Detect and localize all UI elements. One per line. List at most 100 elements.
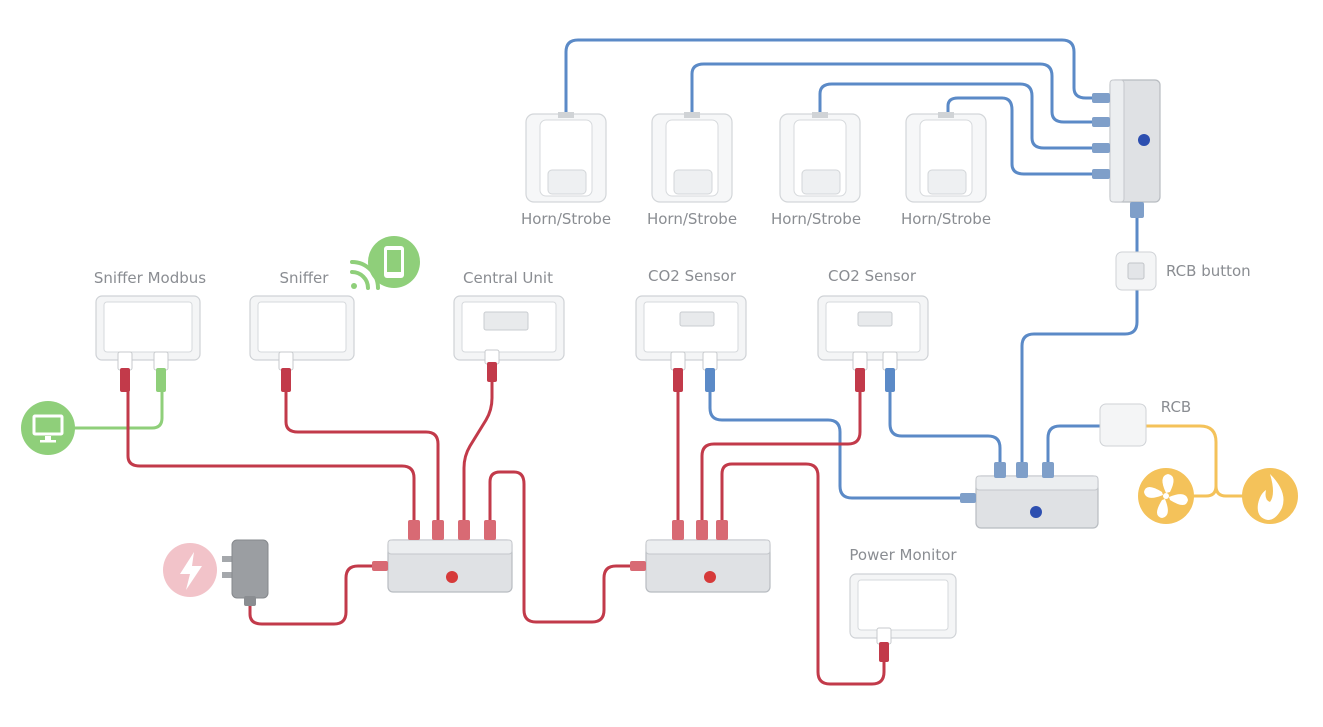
- rcb-button-device: RCB button: [1115, 251, 1251, 291]
- horn-strobe-1-label: Horn/Strobe: [521, 210, 611, 228]
- cable-plug-red: [673, 368, 683, 392]
- junction-hub-red-1: [372, 520, 513, 593]
- rcb-housing: [1099, 403, 1147, 447]
- rcb-button-key: [1127, 262, 1145, 280]
- co2-sensor-1-device: CO2 Sensor: [635, 267, 747, 392]
- hub-side: [1109, 79, 1125, 203]
- device-panel: [857, 579, 949, 631]
- wire-horn2-to-hub: [690, 62, 1094, 124]
- port-blue: [882, 351, 898, 371]
- device-panel: [103, 301, 193, 353]
- central-unit-display: [483, 311, 529, 331]
- horn-strobe-connector: [558, 112, 574, 118]
- cable-plug-blue: [885, 368, 895, 392]
- lightning-power-icon: [163, 543, 217, 597]
- wire-hub2-to-power-monitor: [720, 462, 886, 686]
- central-unit-device: Central Unit: [453, 269, 565, 382]
- horn-strobe-3-label: Horn/Strobe: [771, 210, 861, 228]
- port-red: [484, 349, 500, 365]
- hub-ports: [630, 520, 728, 571]
- device-panel: [257, 301, 347, 353]
- junction-hub-blue: [960, 462, 1099, 529]
- hub-status-led: [446, 571, 458, 583]
- cable-plug-red: [120, 368, 130, 392]
- monitor-icon: [21, 401, 75, 455]
- hub-top: [387, 539, 513, 555]
- co2-display: [679, 311, 715, 327]
- hub-status-led: [1030, 506, 1042, 518]
- wire-co2-2-to-hub: [888, 378, 1002, 464]
- power-monitor-label: Power Monitor: [849, 546, 957, 564]
- wire-hub-to-rcb: [1046, 424, 1102, 464]
- horn-strobe-light: [673, 169, 713, 195]
- hub-top: [975, 475, 1099, 491]
- port-red: [117, 351, 133, 371]
- horn-strobe-light: [801, 169, 841, 195]
- wire-rcb-to-fan: [1144, 424, 1218, 498]
- cable-plug-red: [281, 368, 291, 392]
- horn-strobe-4-label: Horn/Strobe: [901, 210, 991, 228]
- port-blue: [702, 351, 718, 371]
- rcb-device: RCB: [1099, 398, 1191, 447]
- sniffer-label: Sniffer: [280, 269, 330, 287]
- port-red: [278, 351, 294, 371]
- hub-ports: [960, 462, 1054, 503]
- port-red: [876, 627, 892, 645]
- smartphone-wireless-icon: [350, 236, 420, 290]
- wire-hub1-to-hub2: [488, 470, 632, 624]
- horn-strobe-1: Horn/Strobe: [521, 112, 611, 228]
- wire-co2-2-to-hub2: [700, 378, 862, 522]
- fan-icon: [1138, 468, 1194, 524]
- wire-co2-1-to-hub: [708, 378, 964, 500]
- horn-strobe-connector: [812, 112, 828, 118]
- cable-plug-red: [879, 642, 889, 662]
- power-monitor-device: Power Monitor: [849, 546, 957, 662]
- power-adapter: [222, 539, 269, 606]
- cable-plug-red: [487, 362, 497, 382]
- horn-strobe-connector: [684, 112, 700, 118]
- co2-sensor-1-label: CO2 Sensor: [648, 267, 737, 285]
- horn-strobe-2-label: Horn/Strobe: [647, 210, 737, 228]
- wire-horn4-to-hub: [946, 96, 1094, 176]
- wire-rcb-to-fire: [1214, 484, 1246, 498]
- cable-plug-green: [156, 368, 166, 392]
- cable-plug-red: [855, 368, 865, 392]
- junction-hub-red-2: [630, 520, 771, 593]
- horn-strobe-light: [927, 169, 967, 195]
- wire-rcb-button-to-hub: [1020, 288, 1139, 464]
- wire-central-unit-to-hub1: [462, 376, 494, 522]
- hub-ports: [372, 520, 496, 571]
- co2-sensor-2-device: CO2 Sensor: [817, 267, 929, 392]
- horn-strobe-3: Horn/Strobe: [771, 112, 861, 228]
- port-red: [670, 351, 686, 371]
- sniffer-modbus-label: Sniffer Modbus: [94, 269, 206, 287]
- wire-horn1-to-hub: [564, 38, 1094, 116]
- rcb-button-label: RCB button: [1166, 262, 1251, 280]
- junction-hub-vertical: [1092, 79, 1161, 218]
- wire-sniffer-modbus-to-monitor: [70, 390, 164, 430]
- wire-power-to-hub1: [248, 564, 374, 626]
- cable-plug-blue: [705, 368, 715, 392]
- horn-strobe-2: Horn/Strobe: [647, 112, 737, 228]
- horn-strobe-4: Horn/Strobe: [901, 112, 991, 228]
- sniffer-modbus-device: Sniffer Modbus: [94, 269, 206, 392]
- wire-horn3-to-hub: [818, 82, 1094, 150]
- device-panel: [643, 301, 739, 353]
- horn-strobe-light: [547, 169, 587, 195]
- wire-sniffer-to-hub1: [284, 390, 440, 522]
- hub-top: [645, 539, 771, 555]
- horn-strobe-connector: [938, 112, 954, 118]
- co2-sensor-2-label: CO2 Sensor: [828, 267, 917, 285]
- fire-icon: [1242, 468, 1298, 524]
- sniffer-device: Sniffer: [249, 269, 355, 392]
- hub-status-led: [1138, 134, 1150, 146]
- hub-status-led: [704, 571, 716, 583]
- hub-ports: [1092, 93, 1144, 218]
- co2-display: [857, 311, 893, 327]
- central-unit-label: Central Unit: [463, 269, 553, 287]
- wires: [70, 38, 1246, 686]
- wire-sniffer-modbus-to-hub1: [126, 390, 416, 522]
- port-red: [852, 351, 868, 371]
- device-panel: [825, 301, 921, 353]
